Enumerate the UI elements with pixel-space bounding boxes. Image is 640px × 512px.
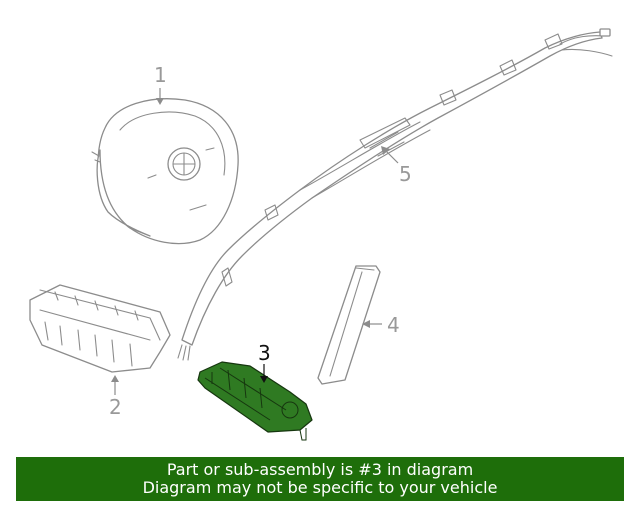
callout-2: 2 bbox=[109, 395, 122, 419]
leader-5-arrow bbox=[381, 146, 390, 155]
leader-3-arrow bbox=[260, 376, 268, 383]
part-info-banner: Part or sub-assembly is #3 in diagram Di… bbox=[16, 457, 624, 501]
highlighted-part-3[interactable] bbox=[197, 361, 313, 441]
callout-4: 4 bbox=[387, 313, 400, 337]
leader-5 bbox=[384, 149, 399, 164]
banner-line-2: Diagram may not be specific to your vehi… bbox=[142, 478, 498, 497]
side-airbag-cover-part[interactable] bbox=[317, 265, 381, 385]
steering-wheel-airbag-part[interactable] bbox=[91, 98, 239, 245]
callout-1: 1 bbox=[154, 63, 167, 87]
leader-2-arrow bbox=[111, 375, 119, 382]
leader-4-arrow bbox=[362, 320, 370, 328]
callout-3: 3 bbox=[258, 341, 271, 365]
banner-line-1: Part or sub-assembly is #3 in diagram bbox=[166, 460, 474, 479]
leader-1-arrow bbox=[156, 98, 164, 105]
parts-diagram: 1 2 5 4 bbox=[29, 28, 613, 441]
callout-5: 5 bbox=[399, 162, 412, 186]
curtain-airbag-part[interactable] bbox=[177, 28, 613, 361]
passenger-airbag-part[interactable] bbox=[29, 284, 171, 373]
